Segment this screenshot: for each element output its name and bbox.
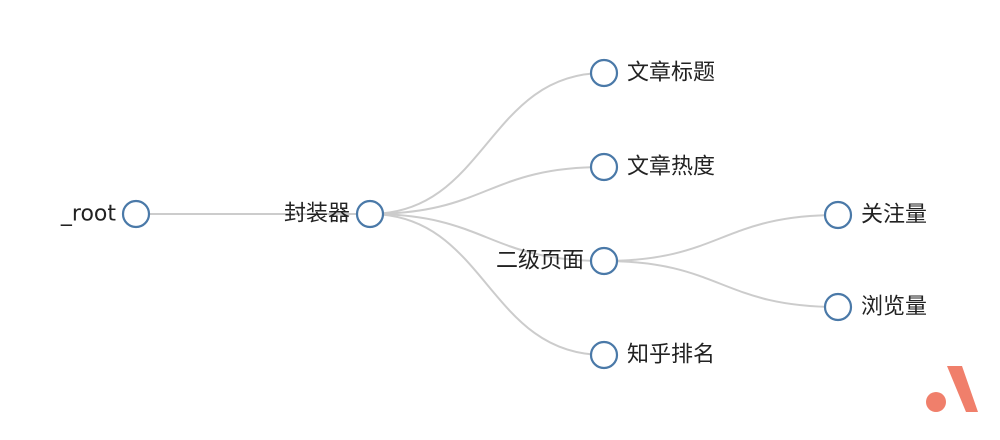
tree-node[interactable]: 封装器 bbox=[284, 199, 385, 229]
tree-links bbox=[136, 72, 839, 356]
tree-node[interactable]: 二级页面 bbox=[496, 246, 619, 276]
tree-link bbox=[369, 72, 605, 215]
node-circle[interactable] bbox=[121, 199, 151, 229]
tree-link bbox=[369, 213, 605, 356]
node-circle[interactable] bbox=[589, 152, 619, 182]
node-circle[interactable] bbox=[355, 199, 385, 229]
node-label: 文章标题 bbox=[627, 61, 715, 86]
tree-node[interactable]: 文章热度 bbox=[589, 152, 715, 182]
tree-link bbox=[369, 213, 605, 262]
node-circle[interactable] bbox=[589, 340, 619, 370]
node-label: 封装器 bbox=[284, 202, 350, 227]
node-circle[interactable] bbox=[589, 246, 619, 276]
node-label: 二级页面 bbox=[496, 249, 584, 274]
tree-node[interactable]: 浏览量 bbox=[823, 292, 927, 322]
node-circle[interactable] bbox=[589, 58, 619, 88]
node-label: 文章热度 bbox=[627, 155, 715, 180]
tree-link bbox=[603, 260, 839, 308]
node-label: _root bbox=[60, 202, 116, 227]
brand-logo-icon bbox=[926, 366, 978, 412]
tree-node[interactable]: _root bbox=[60, 199, 151, 229]
node-label: 浏览量 bbox=[861, 295, 927, 320]
node-label: 关注量 bbox=[861, 203, 927, 228]
logo-dot-shape bbox=[926, 392, 946, 412]
tree-node[interactable]: 文章标题 bbox=[589, 58, 715, 88]
node-label: 知乎排名 bbox=[627, 343, 715, 368]
tree-link bbox=[369, 166, 605, 215]
node-circle[interactable] bbox=[823, 200, 853, 230]
tree-link bbox=[603, 214, 839, 262]
tree-node[interactable]: 关注量 bbox=[823, 200, 927, 230]
node-circle[interactable] bbox=[823, 292, 853, 322]
logo-triangle-shape bbox=[947, 366, 978, 412]
tree-node[interactable]: 知乎排名 bbox=[589, 340, 715, 370]
